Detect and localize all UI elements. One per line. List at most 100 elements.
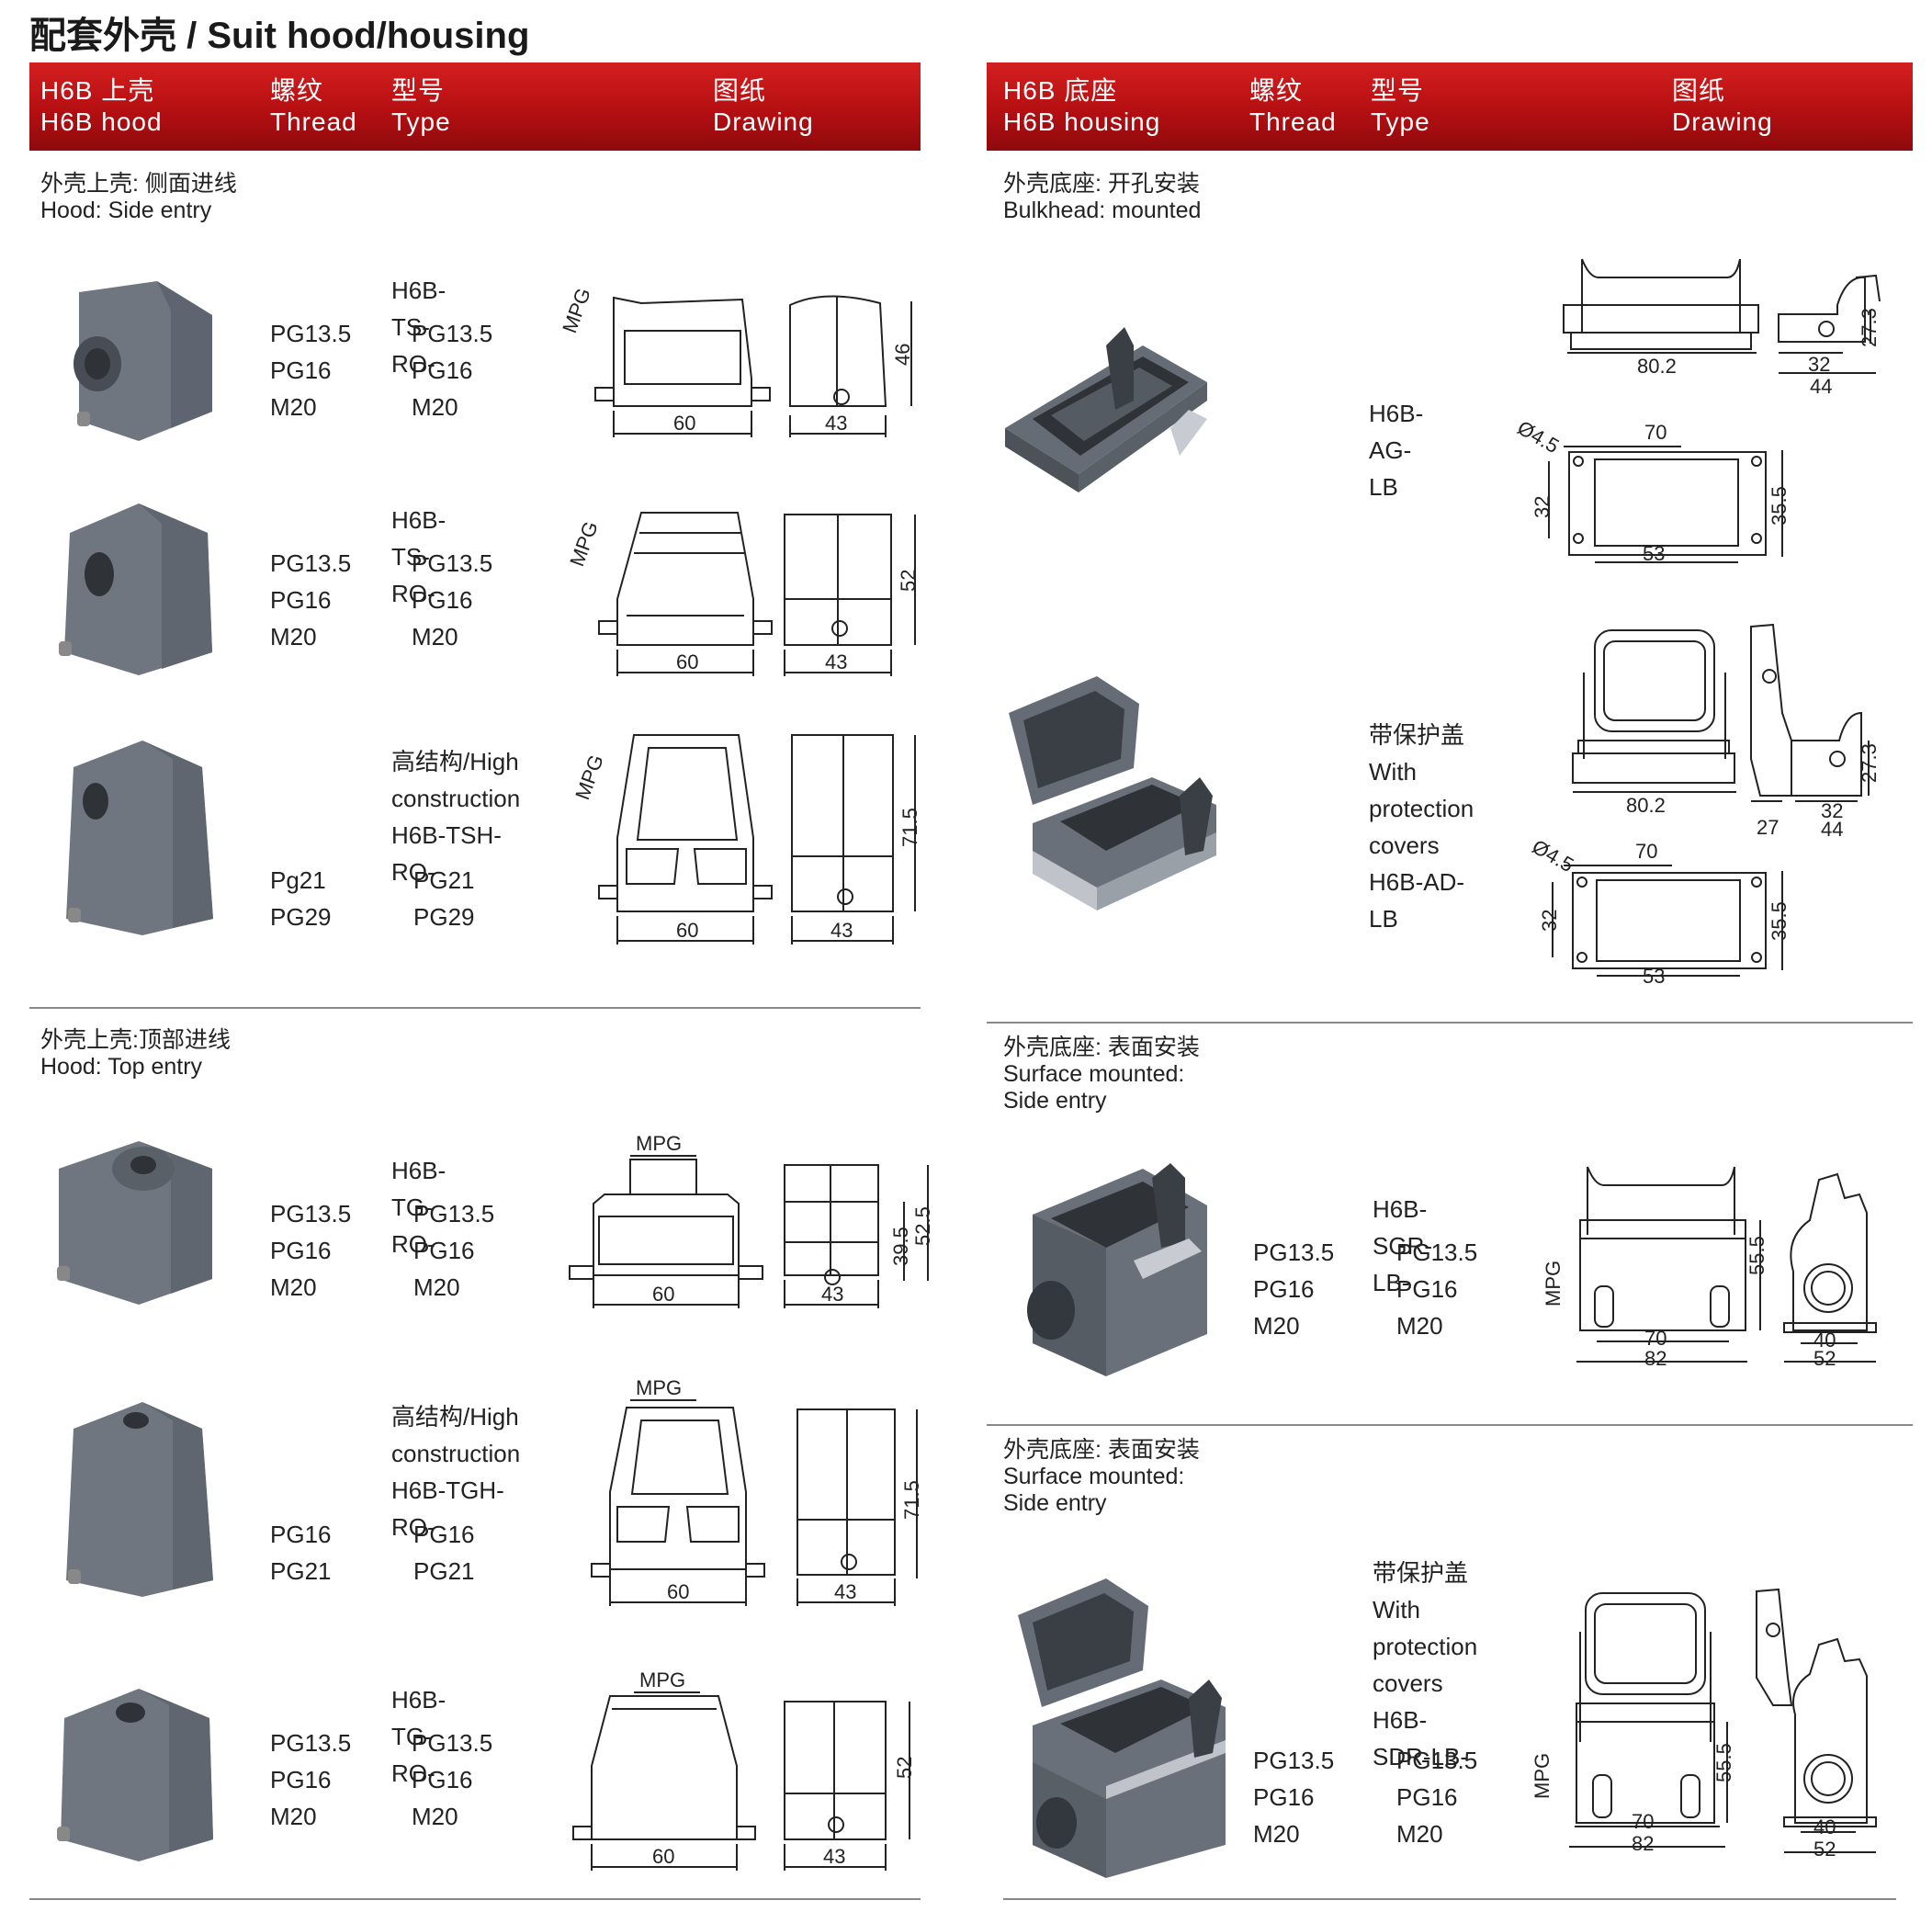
type-value: M20 [413, 1273, 460, 1301]
dim-width: 60 [652, 1283, 674, 1306]
type-value: PG16 [413, 1237, 475, 1264]
dim-depth: 43 [823, 1845, 845, 1868]
type-line: protection [1373, 1633, 1478, 1660]
type-label: 带保护盖 With protection covers H6B-AD-LB [1369, 717, 1474, 937]
dim-height: 71.5 [898, 808, 921, 847]
dim-d: 40 [1813, 1816, 1836, 1838]
dim-height: 71.5 [900, 1480, 923, 1520]
type-value: PG29 [413, 903, 475, 931]
hood-photo-icon [59, 503, 212, 675]
housing-drawing: MPG 70 82 55.5 40 52 [1531, 1588, 1877, 1861]
type-list: PG13.5 PG16 M20 [1396, 1742, 1477, 1852]
dim-b: 32 [1821, 799, 1843, 822]
dim-c: 44 [1821, 818, 1843, 841]
dim-w: 70 [1644, 1327, 1666, 1350]
section-label-zh: 外壳底座: 表面安装 [1003, 1035, 1200, 1060]
type-value: M20 [1396, 1312, 1443, 1340]
type-label: H6B-TS-RO- [391, 277, 446, 378]
type-value: PG21 [413, 1557, 475, 1585]
dim-width: 60 [673, 412, 695, 435]
thread-value: PG16 [270, 586, 332, 614]
thread-value: PG13.5 [1253, 1747, 1335, 1774]
type-label: 高结构/High construction H6B-TSH-RO- [391, 743, 520, 890]
section-label-en: Surface mounted: [1003, 1464, 1185, 1489]
thread-list: PG13.5 PG16 M20 [1253, 1234, 1334, 1344]
type-line: covers [1373, 1669, 1443, 1697]
left-col4-header: 图纸 Drawing [713, 75, 814, 138]
left-col2-header: 螺纹 Thread [270, 75, 357, 138]
thread-value: PG29 [270, 903, 332, 931]
thread-value: PG16 [270, 1766, 332, 1793]
section-label-zh: 外壳底座: 表面安装 [1003, 1437, 1200, 1463]
dim-depth: 43 [825, 412, 847, 435]
section-label-en2: Side entry [1003, 1490, 1107, 1516]
type-value: PG13.5 [413, 1200, 495, 1227]
right-bottom-divider [1003, 1898, 1896, 1900]
type-line: H6B-AD-LB [1369, 868, 1465, 933]
section-label-zh: 外壳底座: 开孔安装 [1003, 171, 1200, 197]
type-value: PG13.5 [412, 320, 493, 347]
hood-photo-icon [73, 281, 212, 441]
housing-drawing: 80.2 27 32 44 27.3 Ø4.5 70 32 35.5 53 [1529, 623, 1881, 988]
side-entry-section-label: 外壳上壳: 侧面进线 Hood: Side entry [40, 171, 237, 224]
dim-w2: 82 [1644, 1347, 1666, 1370]
dim-depth: 43 [834, 1580, 856, 1603]
dim-height: 46 [891, 344, 914, 366]
dim-s2: 35.5 [1768, 901, 1791, 941]
hood-drawing: MPG 60 43 71.5 [591, 1376, 923, 1606]
dim-d2: 52 [1813, 1838, 1836, 1861]
type-line: With [1373, 1596, 1420, 1623]
type-value: PG16 [412, 1766, 473, 1793]
thread-value: M20 [270, 623, 317, 650]
thread-list: Pg21 PG29 [270, 862, 332, 935]
left-col4-zh: 图纸 [713, 76, 767, 105]
type-value: PG21 [413, 866, 475, 894]
thread-list: PG13.5 PG16 M20 [270, 1195, 351, 1306]
type-value: PG13.5 [412, 1729, 493, 1757]
left-col1-zh: H6B 上壳 [40, 76, 155, 105]
section-label-zh: 外壳上壳:顶部进线 [40, 1027, 231, 1053]
hood-photo-icon [57, 1141, 212, 1305]
type-line: 带保护盖 [1369, 721, 1465, 749]
type-label: 带保护盖 With protection covers H6B-SDR-LB- [1373, 1555, 1477, 1775]
dim-mpg: MPG [636, 1376, 682, 1399]
right-col3-header: 型号 Type [1371, 75, 1430, 138]
type-value: M20 [412, 1803, 458, 1830]
type-line: H6B-TGH-RO- [391, 1476, 504, 1541]
surface2-section-label: 外壳底座: 表面安装 Surface mounted: Side entry [1003, 1437, 1200, 1517]
dim-hole: Ø4.5 [1529, 835, 1578, 877]
housing-photo-icon [1018, 1578, 1226, 1878]
type-value: PG16 [413, 1521, 475, 1548]
left-col3-zh: 型号 [391, 76, 446, 105]
dim-w: 70 [1644, 421, 1666, 444]
dim-d: 40 [1813, 1329, 1836, 1352]
housing-photo-icon [1009, 676, 1216, 911]
thread-value: M20 [1253, 1820, 1300, 1848]
type-label: H6B-TG-RO- [391, 1686, 446, 1787]
dim-a: 80.2 [1626, 794, 1666, 817]
dim-width: 60 [652, 1845, 674, 1868]
type-value: PG16 [412, 586, 473, 614]
type-value: PG16 [412, 356, 473, 384]
section-label-en2: Side entry [1003, 1088, 1107, 1114]
left-divider [29, 1007, 921, 1009]
type-line: H6B-TSH-RO- [391, 821, 502, 886]
left-col2-en: Thread [270, 107, 357, 136]
type-label: H6B-TS-RO- [391, 506, 446, 607]
dim-height: 27.3 [1858, 743, 1881, 783]
right-col3-zh: 型号 [1371, 76, 1425, 105]
hood-photo-icon [66, 741, 213, 935]
dim-depth: 43 [821, 1283, 843, 1306]
dim-width: 60 [667, 1580, 689, 1603]
right-col1-zh: H6B 底座 [1003, 76, 1118, 105]
type-label: H6B-AG-LB [1369, 400, 1424, 501]
top-entry-section-label: 外壳上壳:顶部进线 Hood: Top entry [40, 1027, 231, 1080]
type-line: construction [391, 785, 521, 812]
type-label: H6B-SGR-LB- [1373, 1195, 1432, 1296]
dim-mpg: MPG [558, 285, 595, 336]
right-col2-zh: 螺纹 [1249, 76, 1304, 105]
thread-value: M20 [270, 393, 317, 421]
dim-height: 55.5 [1746, 1236, 1768, 1275]
right-col4-en: Drawing [1672, 107, 1773, 136]
dim-depth: 43 [825, 650, 847, 673]
